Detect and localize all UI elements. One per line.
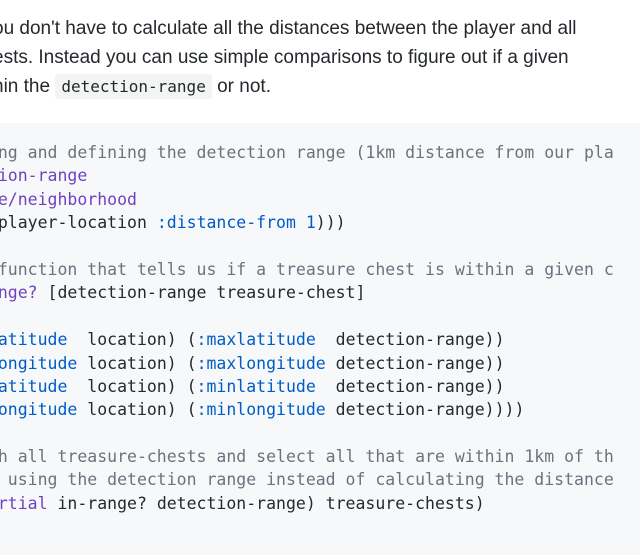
code-token-plain: detection-range)) — [315, 330, 505, 350]
code-token-purple: ine/neighborhood — [0, 189, 137, 209]
inline-code-detection-range: detection-range — [55, 74, 212, 99]
code-line: :longitude location) (:maxlongitude dete… — [0, 352, 614, 375]
code-token-plain: in-range? detection-range) treasure-ches… — [47, 493, 485, 513]
code-token-plain: location) ( — [77, 353, 197, 373]
code-line — [0, 305, 614, 328]
code-token-blue: :maxlongitude — [196, 353, 326, 373]
code-token-plain — [296, 213, 306, 232]
code-token-blue: :minlongitude — [196, 400, 326, 420]
code-block: ting and defining the detection range (1… — [0, 123, 640, 555]
code-token-blue: :latitude — [0, 330, 68, 350]
code-line: ugh all treasure-chests and select all t… — [0, 445, 614, 468]
code-line: me using the detection range instead of … — [0, 468, 614, 491]
code-token-blue: :latitude — [0, 376, 68, 396]
code-line: c player-location :distance-from 1))) — [0, 211, 614, 234]
code-token-blue: :distance-from — [156, 213, 296, 233]
code-token-comment: ugh all treasure-chests and select all t… — [0, 447, 614, 467]
prose-line-1: ou don't have to calculate all the dista… — [0, 18, 577, 39]
prose-line-3-start: hin the — [0, 76, 51, 97]
code-line: :latitude location) (:maxlatitude detect… — [0, 328, 614, 351]
code-token-purple: range? — [0, 283, 38, 303]
code-token-plain: location) ( — [67, 330, 197, 350]
code-token-purple: partial — [0, 493, 48, 513]
code-token-blue: :minlatitude — [196, 376, 316, 396]
prose-line-3-end: or not. — [217, 76, 271, 97]
code-token-plain: location) ( — [77, 400, 197, 420]
code-token-comment: r function that tells us if a treasure c… — [0, 259, 614, 279]
code-token-purple: ction-range — [0, 166, 88, 186]
code-token-plain: detection-range)) — [325, 353, 505, 373]
code-line: ine/neighborhood — [0, 188, 614, 211]
code-line — [0, 235, 614, 258]
code-token-blue: :longitude — [0, 400, 78, 420]
code-token-blue: :maxlatitude — [196, 330, 316, 350]
code-token-plain: detection-range)) — [315, 376, 505, 396]
code-token-plain: ))) — [315, 213, 346, 233]
code-token-plain: player-location — [0, 213, 157, 233]
code-token-comment: me using the detection range instead of … — [0, 470, 614, 490]
code-token-comment: ting and defining the detection range (1… — [0, 143, 614, 162]
code-line: :longitude location) (:minlongitude dete… — [0, 398, 614, 421]
code-token-plain: [detection-range treasure-chest] — [37, 283, 366, 303]
code-token-plain: location) ( — [67, 376, 197, 396]
code-line: r function that tells us if a treasure c… — [0, 258, 614, 281]
code-token-blue: 1 — [305, 213, 316, 233]
prose-paragraph: ou don't have to calculate all the dista… — [0, 14, 640, 101]
code-line: :latitude location) (:minlatitude detect… — [0, 375, 614, 398]
code-content: ting and defining the detection range (1… — [0, 141, 614, 515]
code-token-plain: detection-range)))) — [325, 400, 525, 420]
prose-line-2: ests. Instead you can use simple compari… — [0, 47, 569, 68]
prose-line-3: hin the detection-range or not. — [0, 72, 640, 101]
code-line: partial in-range? detection-range) treas… — [0, 492, 614, 515]
code-token-blue: :longitude — [0, 353, 78, 373]
code-line: ting and defining the detection range (1… — [0, 141, 614, 164]
code-line — [0, 422, 614, 445]
code-line: ction-range — [0, 164, 614, 187]
code-line: range? [detection-range treasure-chest] — [0, 281, 614, 304]
